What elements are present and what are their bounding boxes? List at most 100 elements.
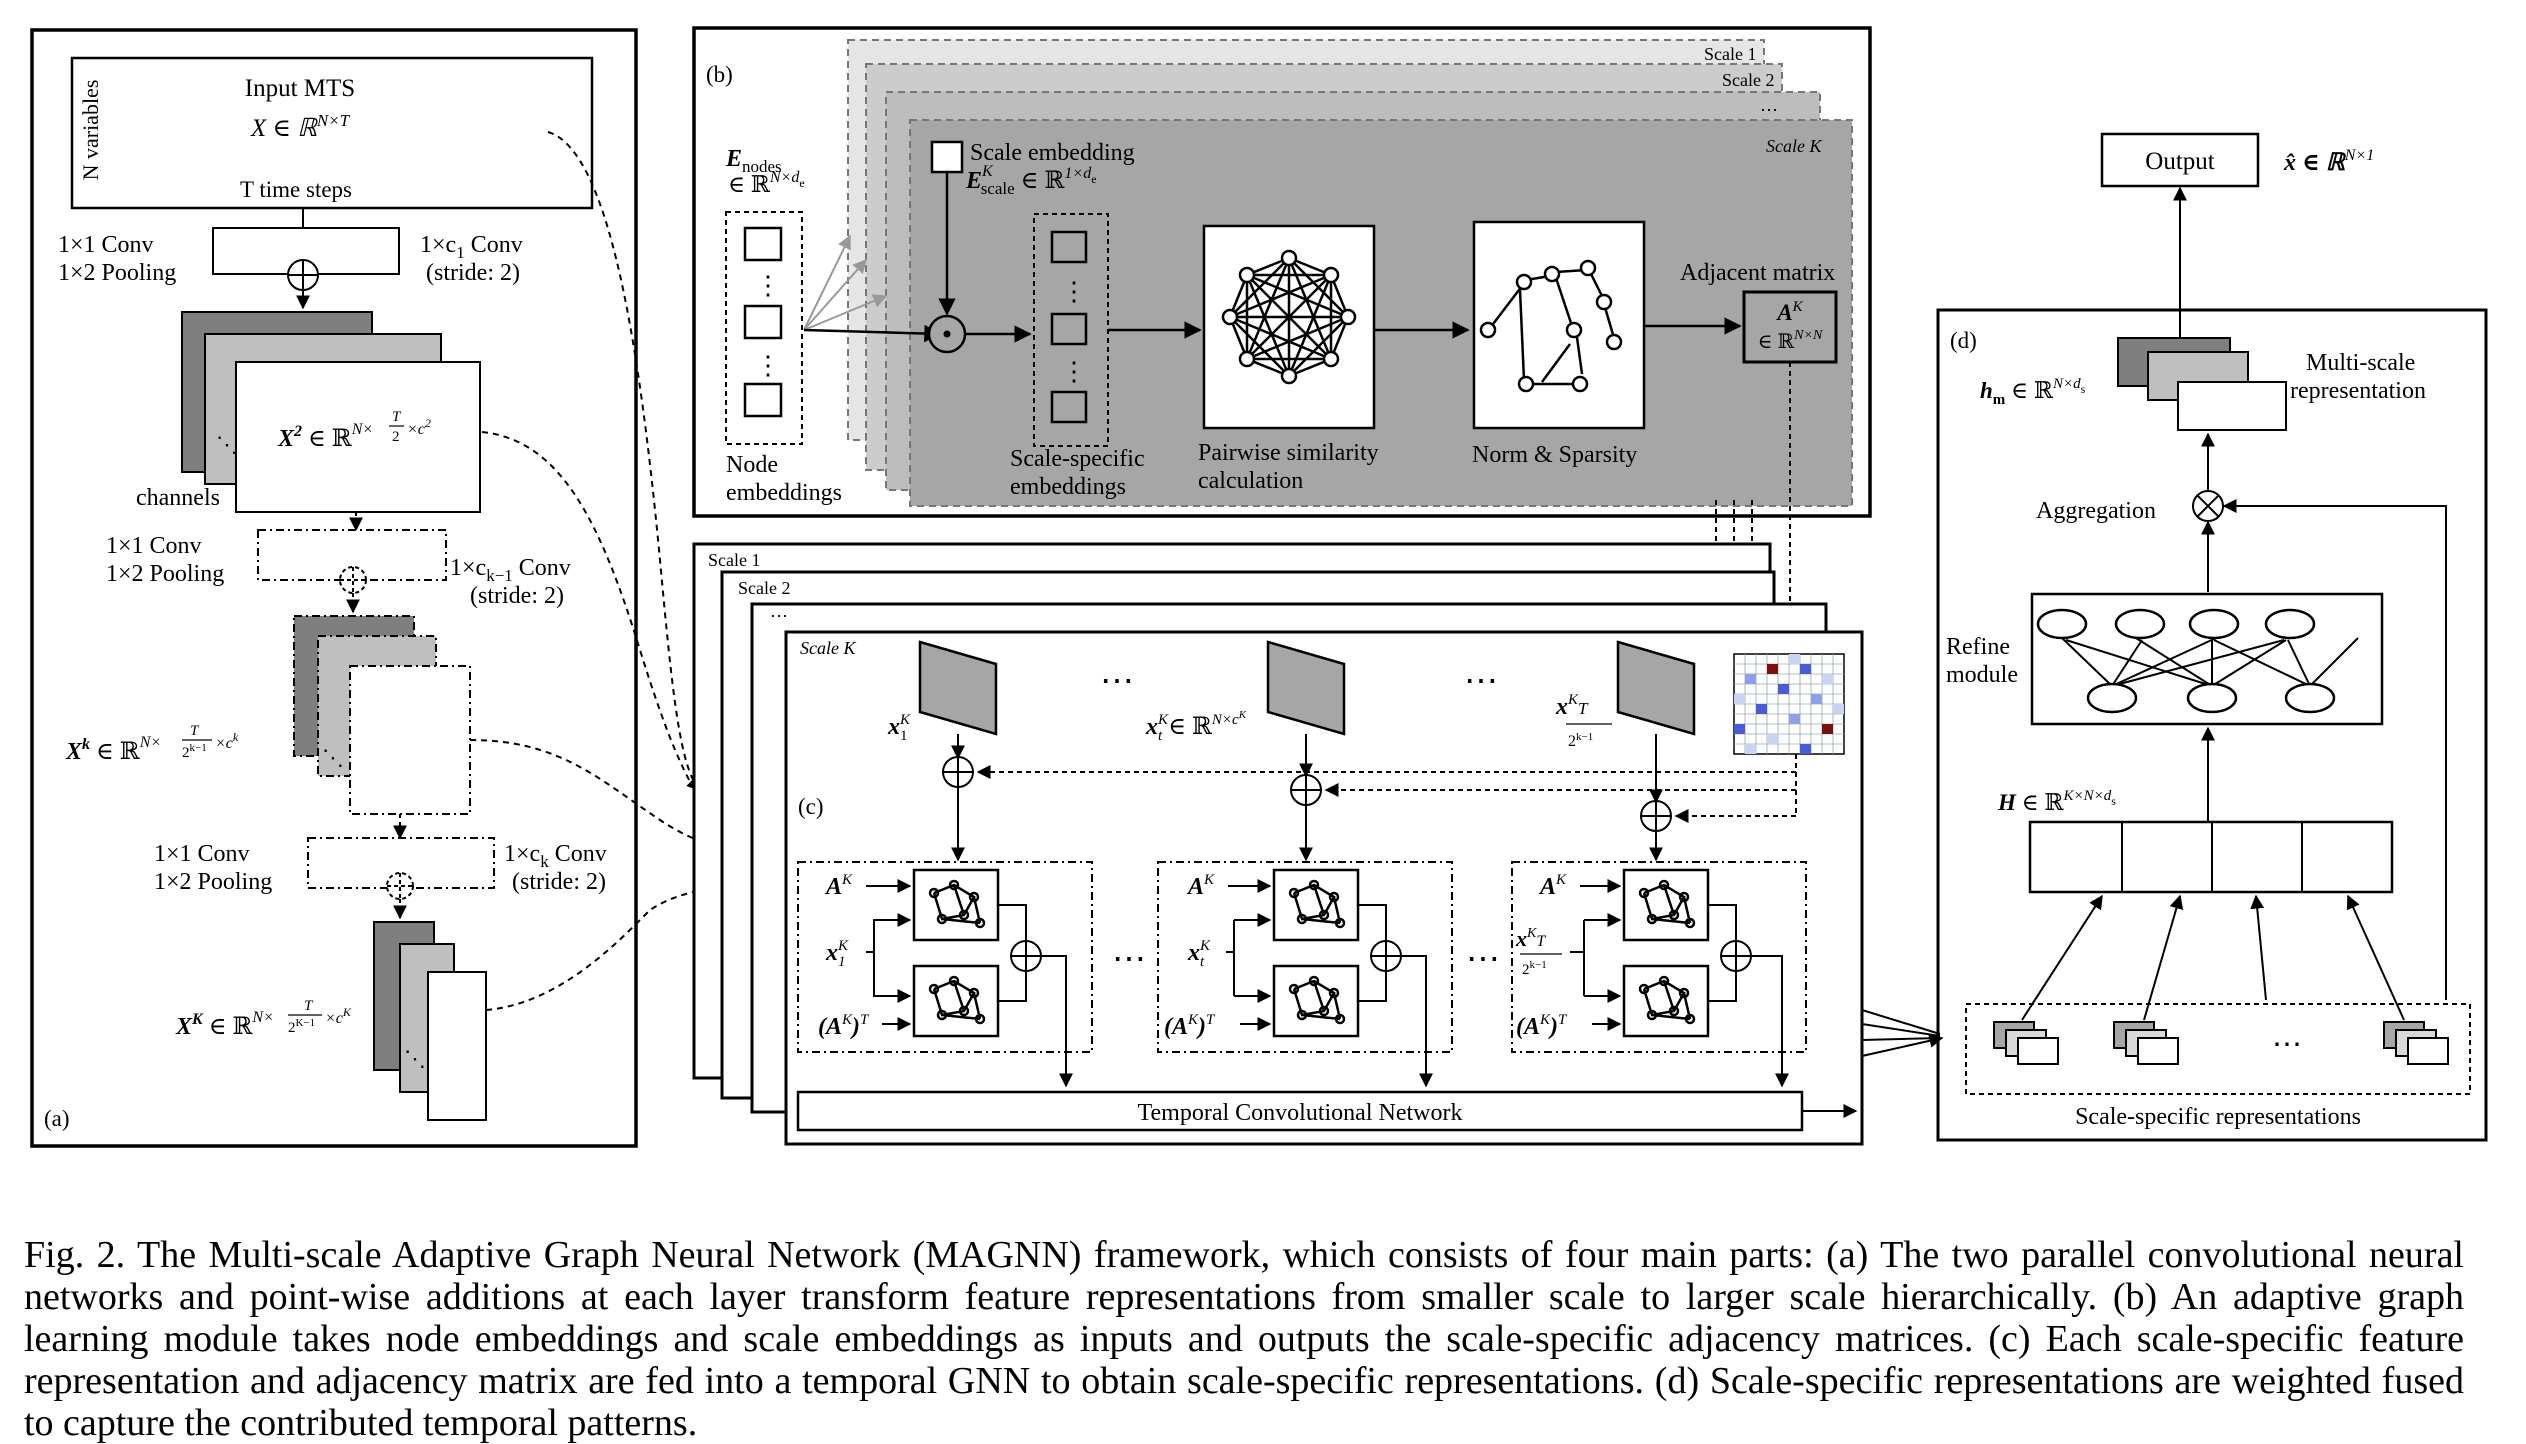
xT-input: xKT [1515,926,1546,951]
node-emb-cell [743,304,783,340]
stack-dots: ⋱ [216,432,238,457]
pairwise-label-2: calculation [1198,468,1303,494]
stack-dots: ⋱ [404,1046,426,1071]
scale-emb-cell [1050,312,1088,346]
figure-caption: Fig. 2. The Multi-scale Adaptive Graph N… [24,1234,2464,1444]
adj-dim: ∈ ℝN×N [1758,328,1823,353]
channels-label: channels [136,485,220,511]
output-box [2100,132,2260,188]
adj-var: AK [1775,299,1803,325]
vdots: ⋮ [755,351,781,380]
conv-left-1: 1×1 Conv [58,232,154,258]
graph-conv-icon [912,868,1000,942]
add-icon [386,872,414,900]
tcn-label: Temporal Convolutional Network [1138,1100,1463,1126]
xk-stack-front [349,665,471,815]
scale-dots-tag: ⋯ [1760,100,1778,120]
ellipsis: ⋯ [1100,663,1134,700]
ellipsis: ⋯ [2272,1028,2302,1061]
node-emb-cell [743,382,783,418]
stack-dots: ⋱ [322,745,344,770]
ellipsis: ⋯ [1466,941,1500,978]
x2-stack-front [235,361,481,513]
panel-a-label: (a) [44,1106,70,1131]
ak-label: AK [1538,872,1567,900]
conv-right-k1: 1×ck−1 Conv [450,555,571,585]
node-emb-label-2: embeddings [726,480,842,506]
node-emb-label-1: Node [726,452,778,478]
akT-label: (AK)T [818,1012,870,1040]
akT-label: (AK)T [1164,1012,1216,1040]
panel-d-frame [1936,308,2488,1142]
adj-matrix-box [1742,290,1838,364]
panel-a: Input MTS X ∈ ℝN×T N variables T time st… [30,28,762,1148]
norm-label: Norm & Sparsity [1472,442,1637,468]
refine-label-1: Refine [1946,634,2010,660]
xk-formula: Xk ∈ ℝN× [65,734,161,765]
conv-left-k1: 1×1 Conv [106,533,202,559]
add-icon [339,566,367,594]
feature-x1-icon [918,640,998,736]
adj-title: Adjacent matrix [1680,260,1835,286]
sparse-graph-icon [1489,268,1616,386]
scale-emb-cell [1050,390,1088,424]
scale-embedding-cell [930,140,964,174]
xhat-formula: x̂ ∈ ℝN×1 [2283,147,2374,176]
vdots: ⋮ [1061,277,1087,306]
xK-stack-front [427,971,487,1121]
adjacency-matrix-heatmap [1733,653,1845,755]
x2-dim-tail: ×c2 [407,416,431,438]
scale-rep-icon [2383,1021,2449,1065]
xK-dim-tail: ×cK [325,1005,352,1027]
multiscale-rep-front [2177,381,2287,431]
panel-c-label: (c) [798,794,824,819]
scale-c-2-tag: Scale 2 [738,578,790,598]
input-mts-var: X ∈ ℝN×T [250,111,351,142]
stride-k1: (stride: 2) [470,583,564,609]
ellipsis: ⋯ [1112,941,1146,978]
ak-label: AK [1186,872,1215,900]
scale-c-dots-tag: ⋯ [770,606,788,626]
output-label: Output [2145,148,2215,175]
scale-reps-label: Scale-specific representations [2075,1104,2361,1130]
panel-d-label: (d) [1950,328,1977,353]
pool-left-k1: 1×2 Pooling [106,561,224,587]
scale-c-1-tag: Scale 1 [708,550,760,570]
hm-formula: hm ∈ ℝN×ds [1980,376,2086,408]
scale-emb-title: Scale embedding [970,140,1135,166]
stride-k: (stride: 2) [512,869,606,895]
scale-K-tag: Scale K [1766,136,1822,156]
magnn-framework-diagram: Input MTS X ∈ ℝN×T N variables T time st… [30,26,2488,1148]
input-mts-box [70,56,594,210]
scale-2-tag: Scale 2 [1722,70,1774,90]
xK-formula: XK ∈ ℝN× [175,1009,274,1040]
feature-xt-icon [1266,640,1346,736]
x2-frac-num: T [392,409,402,425]
xT-den: 2k−1 [1568,731,1593,750]
xk-dim-tail: ×ck [215,730,239,752]
pairwise-label-1: Pairwise similarity [1198,440,1379,466]
norm-sparsity-box [1472,220,1646,430]
panel-b-frame [692,26,1872,518]
scale-reps-box [1965,1003,2471,1095]
vdots: ⋮ [755,271,781,300]
e-nodes-formula: Enodes [725,146,782,176]
conv-left-k: 1×1 Conv [154,841,250,867]
aggregation-label: Aggregation [2036,498,2156,524]
ak-label: AK [824,872,853,900]
scale-c-K-tag: Scale K [800,638,856,658]
xT-input-den: 2k−1 [1522,959,1547,978]
refine-label-2: module [1946,662,2018,688]
scale-spec-label-2: embeddings [1010,474,1126,500]
conv-right-k: 1×ck Conv [504,841,607,871]
scale-rep-icon [1993,1021,2059,1065]
time-steps-label: T time steps [240,177,352,202]
H-formula: H ∈ ℝK×N×ds [1997,788,2116,815]
multiscale-label-2: representation [2290,378,2426,404]
xT-formula: xKT [1555,692,1589,720]
pool-left-k: 1×2 Pooling [154,869,272,895]
